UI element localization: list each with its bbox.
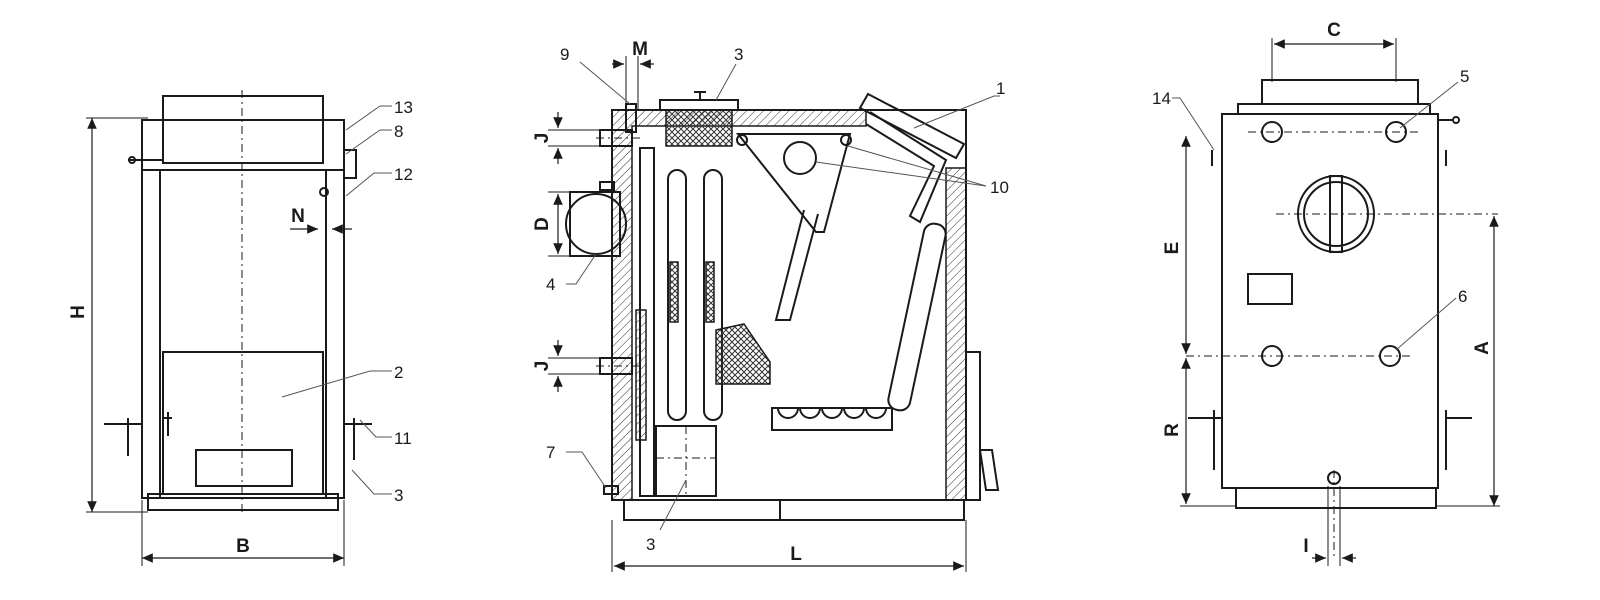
door-handle-icon <box>164 412 172 436</box>
callout-13: 13 <box>394 98 413 117</box>
refractory-block <box>715 323 771 385</box>
rear-top-flange <box>1261 79 1419 105</box>
front-base <box>147 493 339 511</box>
thermometer-icon <box>319 187 329 197</box>
flue-damper <box>735 133 852 233</box>
grate-bars <box>777 407 887 419</box>
callout-4: 4 <box>546 275 555 294</box>
insulation-left <box>611 109 867 501</box>
grate <box>771 407 893 431</box>
side-handles-icon <box>1211 150 1447 166</box>
loading-door <box>858 92 966 160</box>
front-door-section <box>966 351 981 501</box>
callout-10: 10 <box>990 178 1009 197</box>
dim-b-label: B <box>236 536 250 557</box>
front-top-cover <box>162 95 324 164</box>
front-view: H B N 13 8 12 2 11 3 <box>68 90 413 566</box>
dim-m-label: M <box>632 39 648 60</box>
dim-h-label: H <box>68 305 89 319</box>
rotating-grate-arm <box>774 209 819 321</box>
rear-base <box>1235 487 1437 509</box>
callout-3-top: 3 <box>734 45 743 64</box>
heat-exchanger-left <box>667 169 687 421</box>
right-latch-icon <box>344 418 372 460</box>
rear-body <box>1221 113 1439 489</box>
rear-latches-icon <box>1188 410 1472 470</box>
callout-9: 9 <box>560 45 569 64</box>
front-body <box>141 119 345 499</box>
dim-n-label: N <box>291 206 305 227</box>
section-view: M J D J L 9 3 1 10 4 7 3 <box>532 39 1009 572</box>
callout-1: 1 <box>996 79 1005 98</box>
rear-view: C E R A I 14 5 6 <box>1152 20 1500 566</box>
secondary-air-tube <box>887 222 947 412</box>
section-base <box>623 499 965 521</box>
regulator-icon <box>344 149 357 179</box>
callout-14: 14 <box>1152 89 1171 108</box>
dim-l-label: L <box>790 544 802 565</box>
heat-exchanger-right <box>703 169 723 421</box>
dim-d-label: D <box>532 217 553 231</box>
dim-r-label: R <box>1162 423 1183 437</box>
callout-11: 11 <box>394 429 412 448</box>
callout-12: 12 <box>394 165 413 184</box>
callout-5: 5 <box>1460 67 1469 86</box>
callout-3-front: 3 <box>394 486 403 505</box>
dim-a-label: A <box>1472 341 1493 355</box>
dim-j-top-label: J <box>532 133 553 144</box>
left-latch-icon <box>104 418 142 456</box>
dim-j-bottom-label: J <box>532 361 553 372</box>
callout-7: 7 <box>546 443 555 462</box>
cleaning-hatch <box>665 109 733 147</box>
callout-8: 8 <box>394 122 403 141</box>
nameplate <box>1247 273 1293 305</box>
dim-i-label: I <box>1303 536 1308 557</box>
dim-c-label: C <box>1327 20 1341 41</box>
insulation-right <box>945 167 967 501</box>
callout-3-bottom: 3 <box>646 535 655 554</box>
front-door-window <box>195 449 293 487</box>
drain-valve <box>603 485 619 495</box>
dim-e-label: E <box>1162 242 1183 255</box>
callout-6: 6 <box>1458 287 1467 306</box>
front-ash-door <box>162 351 324 495</box>
callout-2: 2 <box>394 363 403 382</box>
